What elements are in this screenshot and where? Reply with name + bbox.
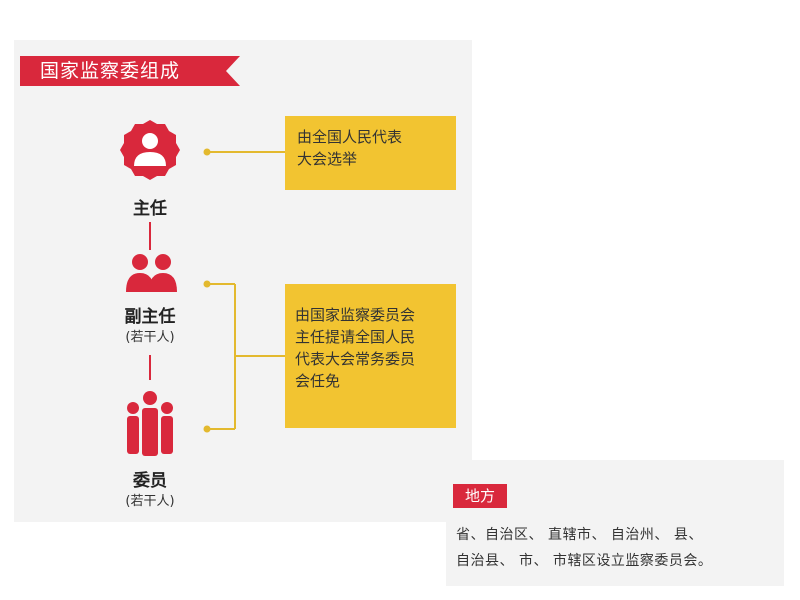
role-member-label: 委员	[133, 471, 167, 491]
appointment-box-line: 代表大会常务委员	[295, 350, 416, 368]
diagram-title: 国家监察委组成	[40, 60, 181, 82]
group-persons-icon	[127, 391, 173, 456]
role-deputy-sub: (若干人)	[125, 330, 175, 345]
connector-box-1	[203, 148, 285, 156]
role-deputy-label: 副主任	[124, 307, 176, 327]
appointment-box-line: 主任提请全国人民	[295, 328, 416, 346]
appointment-box-line: 由国家监察委员会	[295, 306, 416, 324]
election-box-line: 由全国人民代表	[297, 128, 403, 146]
connector-box-2	[203, 280, 285, 433]
two-persons-icon	[126, 254, 177, 292]
appointment-box-line: 会任免	[295, 372, 341, 390]
local-card	[446, 460, 784, 586]
local-tag: 地方	[453, 484, 507, 508]
election-box-line: 大会选举	[297, 150, 358, 168]
single-person-badge-icon	[120, 120, 180, 180]
role-director-label: 主任	[133, 199, 167, 219]
title-ribbon	[20, 56, 240, 86]
local-text-line: 自治县、 市、 市辖区设立监察委员会。	[456, 553, 713, 569]
appointment-box: 由国家监察委员会 主任提请全国人民 代表大会常务委员 会任免	[285, 284, 456, 428]
election-box: 由全国人民代表 大会选举	[285, 116, 456, 190]
local-text-line: 省、自治区、 直辖市、 自治州、 县、	[456, 527, 703, 543]
role-member-sub: (若干人)	[125, 494, 175, 509]
